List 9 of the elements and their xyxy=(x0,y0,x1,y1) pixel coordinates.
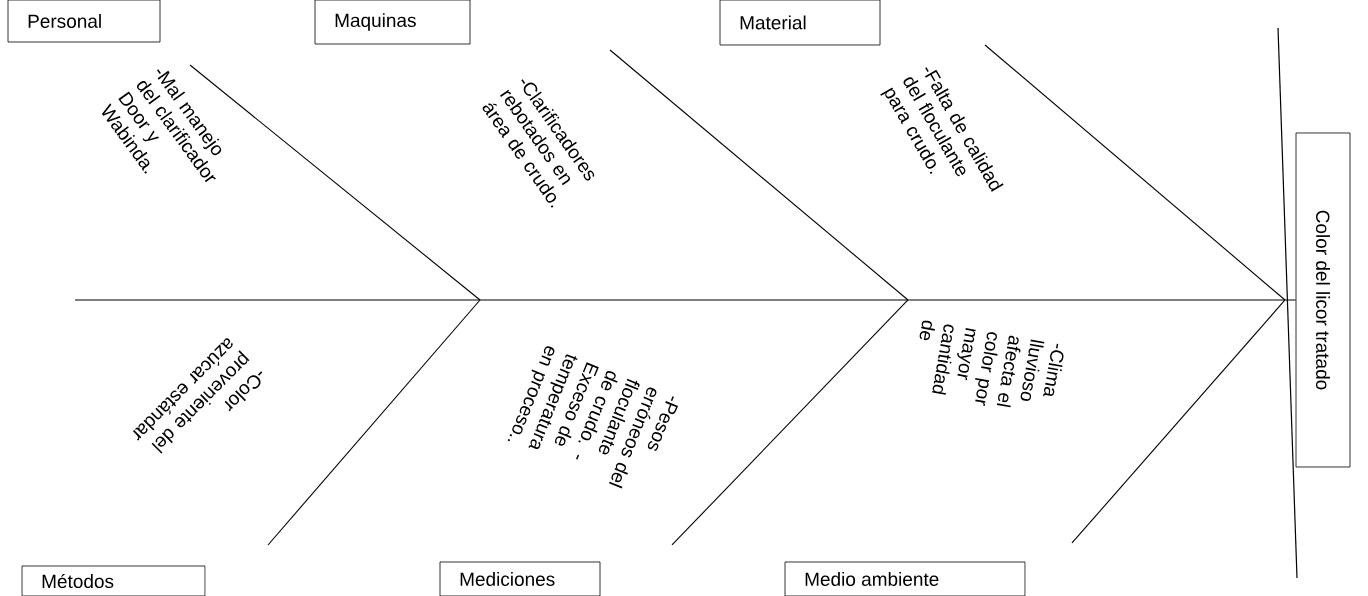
category-box: Material xyxy=(719,0,881,46)
category-box: Métodos xyxy=(21,565,206,596)
category-box: Personal xyxy=(7,0,161,43)
spine-line xyxy=(74,299,1297,301)
category-box: Mediciones xyxy=(439,561,601,596)
cause-text: -Clima lluvioso afecta el color por mayor cantidad de xyxy=(919,320,1064,408)
effect-box: Color del licor tratado xyxy=(1295,132,1351,468)
category-box: Maquinas xyxy=(314,0,471,45)
category-box: Medio ambiente xyxy=(784,561,1026,596)
